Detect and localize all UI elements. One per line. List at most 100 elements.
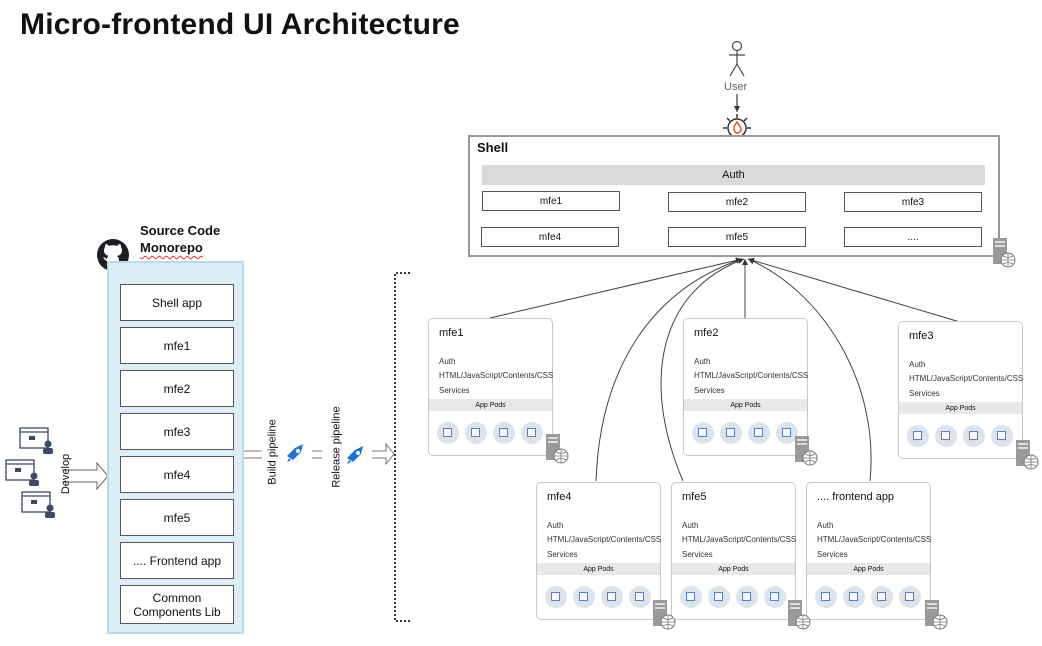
mfe-card[interactable]: mfe1 Auth HTML/JavaScript/Contents/CSS S… bbox=[428, 318, 553, 456]
pod-icon bbox=[871, 586, 893, 608]
repo-item-common-lib[interactable]: Common Components Lib bbox=[120, 585, 234, 624]
mfe-card-tech: HTML/JavaScript/Contents/CSS bbox=[909, 374, 1024, 383]
pod-icon bbox=[736, 586, 758, 608]
mfe-card-name: mfe3 bbox=[909, 330, 934, 342]
mfe-card-services: Services bbox=[694, 386, 725, 395]
repo-item-mfe1[interactable]: mfe1 bbox=[120, 327, 234, 364]
pod-icon bbox=[521, 422, 543, 444]
mfe-to-shell-arrows bbox=[489, 257, 961, 482]
mfe-card-tech: HTML/JavaScript/Contents/CSS bbox=[682, 535, 797, 544]
pod-icon bbox=[935, 425, 957, 447]
mfe-card-tech: HTML/JavaScript/Contents/CSS bbox=[694, 371, 809, 380]
pod-icon bbox=[708, 586, 730, 608]
mfe-card-name: mfe5 bbox=[682, 491, 707, 503]
release-bracket bbox=[394, 272, 410, 622]
develop-label: Develop bbox=[60, 453, 73, 495]
pod-icon bbox=[720, 422, 742, 444]
repo-item-mfe4[interactable]: mfe4 bbox=[120, 456, 234, 493]
mfe-card-auth: Auth bbox=[547, 521, 564, 530]
mfe-card[interactable]: mfe4 Auth HTML/JavaScript/Contents/CSS S… bbox=[536, 482, 661, 620]
mfe-card-tech: HTML/JavaScript/Contents/CSS bbox=[547, 535, 662, 544]
mfe-card[interactable]: mfe5 Auth HTML/JavaScript/Contents/CSS S… bbox=[671, 482, 796, 620]
mfe-card-pods-label: App Pods bbox=[537, 563, 660, 575]
pod-icon bbox=[907, 425, 929, 447]
pod-icon bbox=[815, 586, 837, 608]
mfe-card-name: mfe2 bbox=[694, 327, 719, 339]
repo-item-frontend-app[interactable]: .... Frontend app bbox=[120, 542, 234, 579]
mfe-card-tech: HTML/JavaScript/Contents/CSS bbox=[817, 535, 932, 544]
repo-title-line2: Monorepo bbox=[140, 240, 203, 255]
pod-icon bbox=[465, 422, 487, 444]
server-globe-icon bbox=[925, 600, 948, 630]
repo-item-shell-app[interactable]: Shell app bbox=[120, 284, 234, 321]
azure-pipelines-icon bbox=[287, 444, 303, 462]
pod-icon bbox=[493, 422, 515, 444]
pod-icon bbox=[843, 586, 865, 608]
mfe-card-name: mfe1 bbox=[439, 327, 464, 339]
mfe-card-pods-label: App Pods bbox=[899, 402, 1022, 414]
shell-mfe2[interactable]: mfe2 bbox=[668, 192, 806, 212]
pod-icon bbox=[437, 422, 459, 444]
mfe-card-pods-label: App Pods bbox=[807, 563, 930, 575]
pod-icon bbox=[680, 586, 702, 608]
pod-icon bbox=[629, 586, 651, 608]
github-icon bbox=[97, 239, 129, 271]
shell-mfe4[interactable]: mfe4 bbox=[481, 227, 619, 247]
repo-title: Source Code Monorepo bbox=[140, 222, 220, 256]
azure-pipelines-icon bbox=[347, 446, 363, 464]
mfe-card-auth: Auth bbox=[694, 357, 711, 366]
mfe-card-auth: Auth bbox=[909, 360, 926, 369]
shell-mfe5[interactable]: mfe5 bbox=[668, 227, 806, 247]
shell-auth-bar: Auth bbox=[482, 165, 985, 185]
mfe-card-services: Services bbox=[439, 386, 470, 395]
mfe-card-services: Services bbox=[909, 389, 940, 398]
server-globe-icon bbox=[788, 600, 811, 630]
pod-icon bbox=[776, 422, 798, 444]
monorepo-container: Shell app mfe1 mfe2 mfe3 mfe4 mfe5 .... … bbox=[107, 261, 244, 634]
server-globe-icon bbox=[546, 434, 569, 464]
mfe-card-auth: Auth bbox=[439, 357, 456, 366]
pod-icon bbox=[692, 422, 714, 444]
user-label: User bbox=[724, 81, 748, 93]
mfe-card[interactable]: mfe2 Auth HTML/JavaScript/Contents/CSS S… bbox=[683, 318, 808, 456]
developer-team-icon bbox=[5, 427, 55, 518]
repo-item-mfe3[interactable]: mfe3 bbox=[120, 413, 234, 450]
mfe-card[interactable]: .... frontend app Auth HTML/JavaScript/C… bbox=[806, 482, 931, 620]
mfe-card-services: Services bbox=[547, 550, 578, 559]
pod-icon bbox=[573, 586, 595, 608]
mfe-card-pods-label: App Pods bbox=[672, 563, 795, 575]
mfe-card-pods-label: App Pods bbox=[684, 399, 807, 411]
shell-mfe3[interactable]: mfe3 bbox=[844, 192, 982, 212]
diagram-title: Micro-frontend UI Architecture bbox=[20, 8, 460, 41]
build-pipeline-label: Build pipeline bbox=[266, 419, 279, 485]
mfe-card-auth: Auth bbox=[682, 521, 699, 530]
server-globe-icon bbox=[795, 436, 818, 466]
pod-icon bbox=[601, 586, 623, 608]
mfe-card-auth: Auth bbox=[817, 521, 834, 530]
pod-icon bbox=[748, 422, 770, 444]
mfe-card[interactable]: mfe3 Auth HTML/JavaScript/Contents/CSS S… bbox=[898, 321, 1023, 459]
shell-mfe-more[interactable]: .... bbox=[844, 227, 982, 247]
mfe-card-tech: HTML/JavaScript/Contents/CSS bbox=[439, 371, 554, 380]
repo-title-line1: Source Code bbox=[140, 223, 221, 238]
shell-mfe1[interactable]: mfe1 bbox=[482, 191, 620, 211]
pod-icon bbox=[899, 586, 921, 608]
server-globe-icon bbox=[653, 600, 676, 630]
pod-icon bbox=[545, 586, 567, 608]
pod-icon bbox=[991, 425, 1013, 447]
pod-icon bbox=[764, 586, 786, 608]
mfe-card-name: mfe4 bbox=[547, 491, 572, 503]
release-pipeline-label: Release pipeline bbox=[330, 406, 343, 488]
mfe-card-services: Services bbox=[817, 550, 848, 559]
repo-item-mfe5[interactable]: mfe5 bbox=[120, 499, 234, 536]
server-globe-icon bbox=[1016, 440, 1039, 470]
pod-icon bbox=[963, 425, 985, 447]
shell-label: Shell bbox=[477, 140, 509, 155]
mfe-card-name: .... frontend app bbox=[817, 491, 895, 503]
repo-item-mfe2[interactable]: mfe2 bbox=[120, 370, 234, 407]
user-icon bbox=[729, 40, 745, 77]
mfe-card-services: Services bbox=[682, 550, 713, 559]
server-globe-icon bbox=[993, 238, 1016, 268]
mfe-card-pods-label: App Pods bbox=[429, 399, 552, 411]
